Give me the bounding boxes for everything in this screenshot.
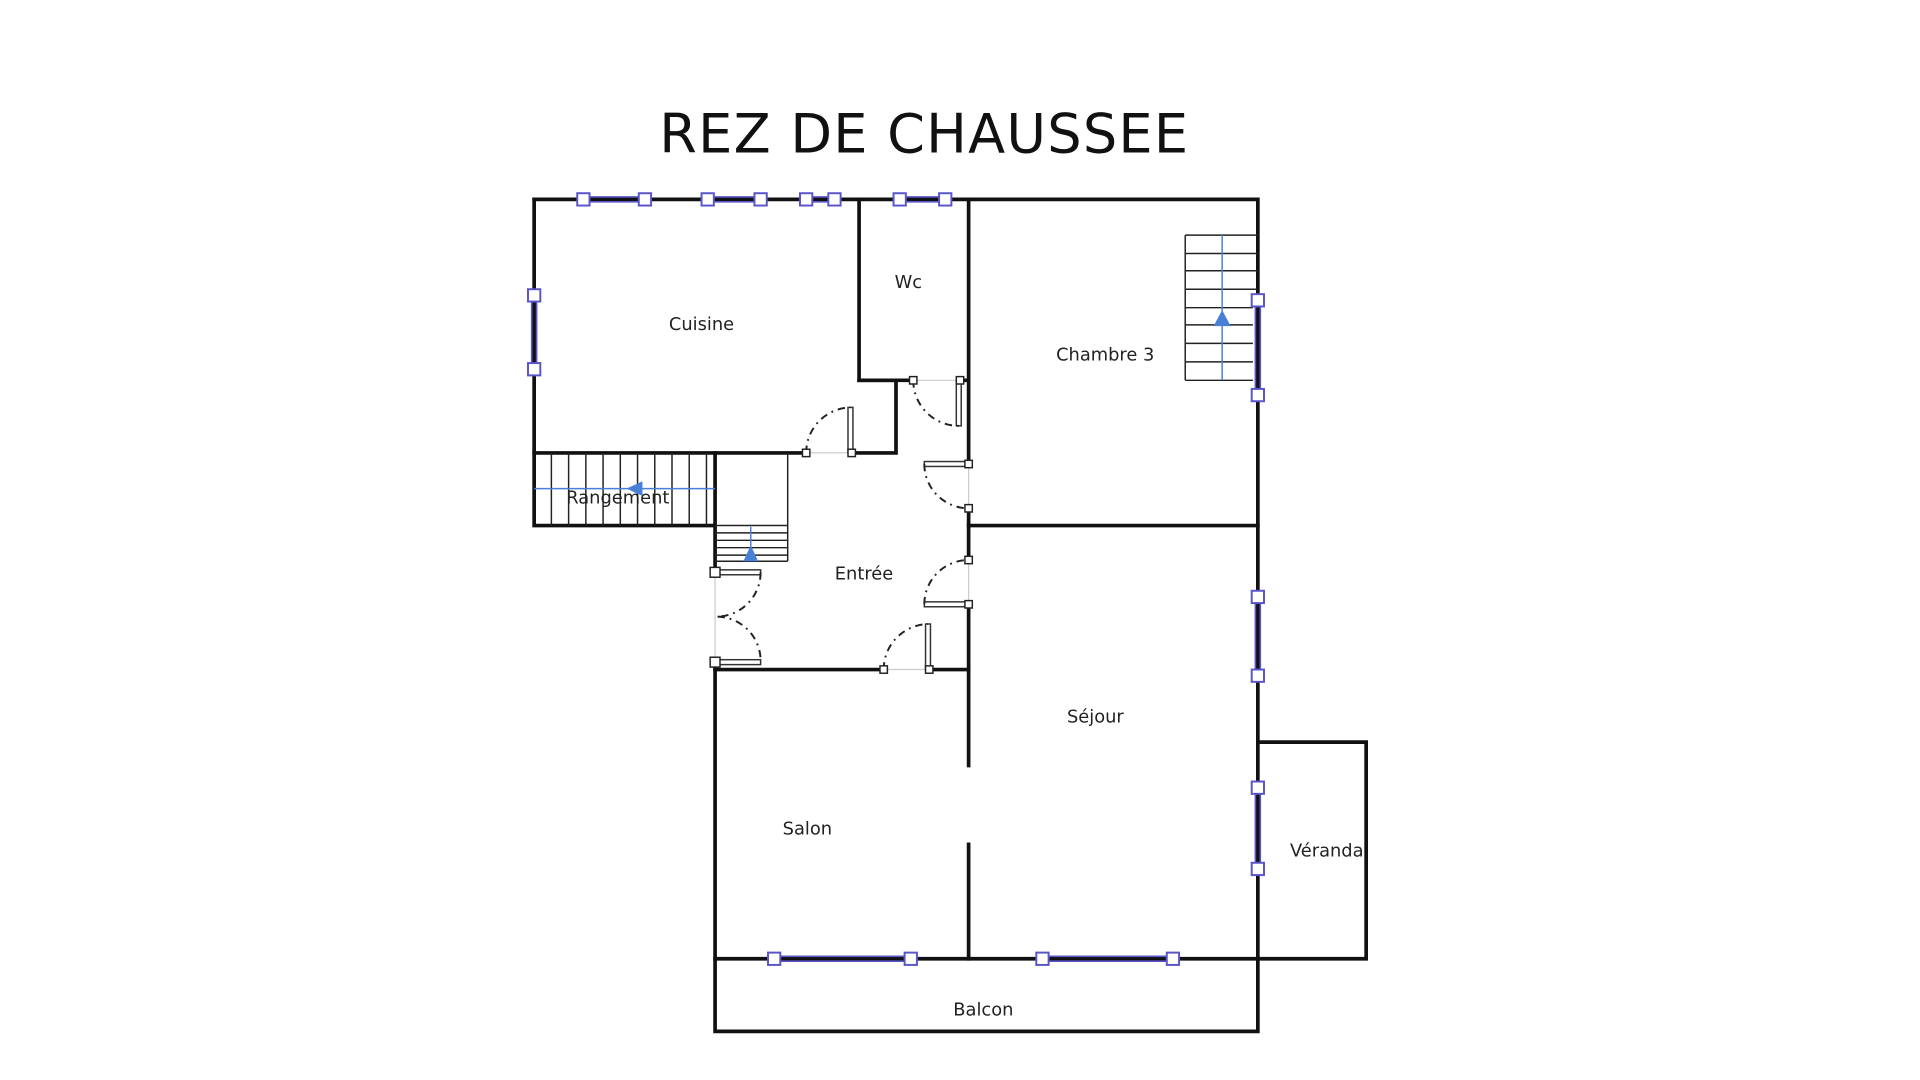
room-label-balcon: Balcon bbox=[953, 999, 1013, 1020]
window-right-3 bbox=[1250, 780, 1265, 877]
window-bottom-1 bbox=[767, 951, 918, 966]
window-top-2 bbox=[700, 192, 768, 207]
stairs-chambre bbox=[1184, 234, 1258, 382]
window-top-4 bbox=[892, 192, 953, 207]
window-top-3 bbox=[799, 192, 842, 207]
room-label-wc: Wc bbox=[895, 272, 922, 293]
stairs-entree bbox=[715, 452, 789, 562]
room-label-entree: Entrée bbox=[835, 564, 893, 585]
window-top-1 bbox=[576, 192, 653, 207]
room-label-chambre3: Chambre 3 bbox=[1056, 345, 1154, 366]
room-label-rangement: Rangement bbox=[566, 487, 669, 508]
windows bbox=[527, 192, 1265, 966]
window-right-2 bbox=[1250, 589, 1265, 683]
room-label-sejour: Séjour bbox=[1067, 706, 1124, 727]
window-bottom-2 bbox=[1035, 951, 1181, 966]
room-label-salon: Salon bbox=[783, 818, 832, 839]
window-right-1 bbox=[1250, 293, 1265, 403]
window-left bbox=[527, 288, 542, 377]
room-label-cuisine: Cuisine bbox=[669, 314, 734, 335]
room-labels: Cuisine Wc Chambre 3 Rangement Entrée Sé… bbox=[566, 272, 1363, 1020]
stairs-rangement bbox=[534, 452, 716, 526]
room-label-veranda: Véranda bbox=[1290, 841, 1364, 862]
doors bbox=[709, 375, 974, 674]
plan-title: REZ DE CHAUSSEE bbox=[659, 103, 1189, 166]
